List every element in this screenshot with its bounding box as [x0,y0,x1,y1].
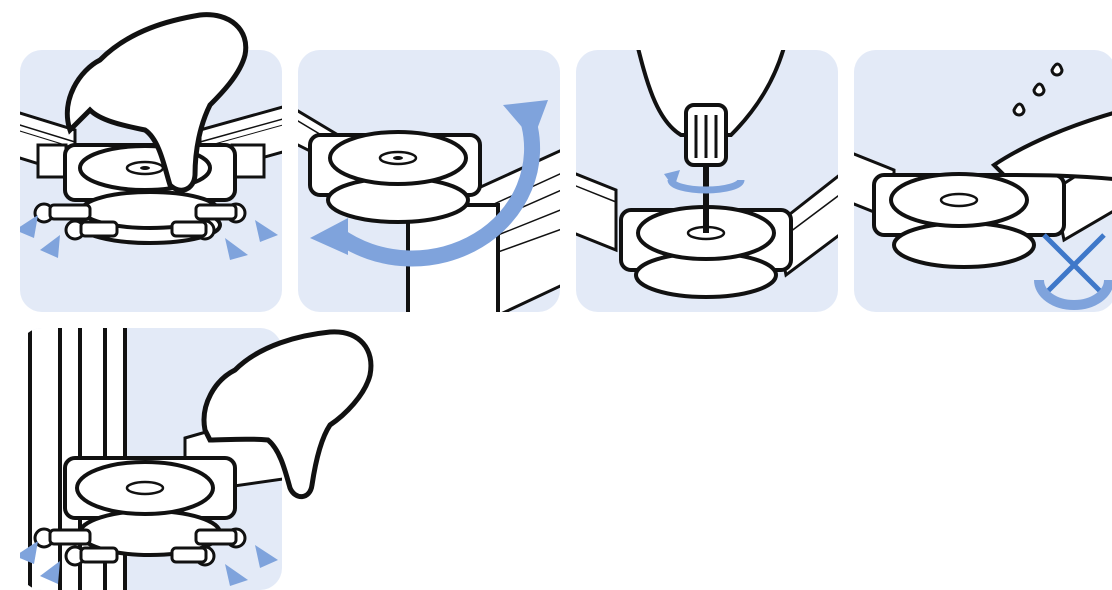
step-5-panel [20,328,282,590]
step-1-panel [20,50,282,312]
screwdriver-tighten-icon [576,50,838,312]
clamp-rotate-icon [298,50,560,312]
clamp-insert-screws-icon [20,50,282,312]
step-3-panel [576,50,838,312]
step-2-panel [298,50,560,312]
vertical-post-mount-icon [20,328,282,590]
step-4-panel [854,50,1112,312]
hand-slide-clamp-icon [854,50,1112,312]
